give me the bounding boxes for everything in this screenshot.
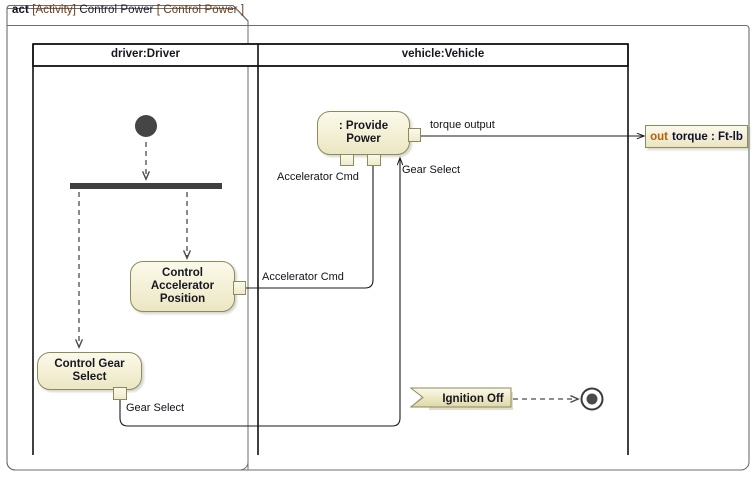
edge-label-torque-output: torque output [430,119,495,131]
edge-accelerator-cmd [245,158,373,289]
fork-bar [70,183,222,189]
action-control-accelerator-position[interactable]: Control Accelerator Position [130,261,235,312]
accept-event-ignition-off[interactable]: Ignition Off [409,387,514,412]
pin-control-gear-out[interactable] [113,387,127,400]
accept-event-shape [409,387,513,410]
frame-diagram-name: [ Control Power ] [156,4,245,16]
activity-parameter-node-torque[interactable]: out torque : Ft-lb [645,125,748,148]
diagram-frame [6,4,750,471]
action-control-gear-select-label: Control Gear Select [54,358,125,383]
activity-final-node [580,387,604,411]
object-flow-edges [119,136,644,427]
swimlane-header-vehicle: vehicle:Vehicle [401,48,485,60]
pin-provide-power-gear-in[interactable] [367,154,381,166]
edge-label-accelerator-cmd-bottom: Accelerator Cmd [262,271,344,283]
action-provide-power-label: : Provide Power [338,120,389,145]
parameter-direction: out [650,130,668,143]
swimlane-header-driver: driver:Driver [110,48,181,60]
edge-gear-select [119,158,400,427]
frame-name: Control Power [79,4,154,16]
swimlane-partitions [32,43,629,455]
pin-provide-power-accelerator-in[interactable] [340,154,354,166]
action-control-gear-select[interactable]: Control Gear Select [37,352,142,390]
edge-label-accelerator-cmd-top: Accelerator Cmd [277,171,359,183]
action-control-accelerator-position-label: Control Accelerator Position [150,267,215,305]
pin-provide-power-torque-out[interactable] [408,128,421,142]
edge-label-gear-select-bottom: Gear Select [126,402,185,414]
parameter-name-type: torque : Ft-lb [671,130,743,143]
diagram-frame-title: act [Activity] Control Power [ Control P… [12,4,244,16]
pin-control-accelerator-out[interactable] [233,281,246,295]
frame-keyword: act [12,4,29,16]
frame-meta: [Activity] [32,4,77,16]
control-flow-edges [79,142,578,399]
initial-node [135,115,157,137]
action-provide-power[interactable]: : Provide Power [317,111,410,155]
edge-label-gear-select-top: Gear Select [402,164,461,176]
